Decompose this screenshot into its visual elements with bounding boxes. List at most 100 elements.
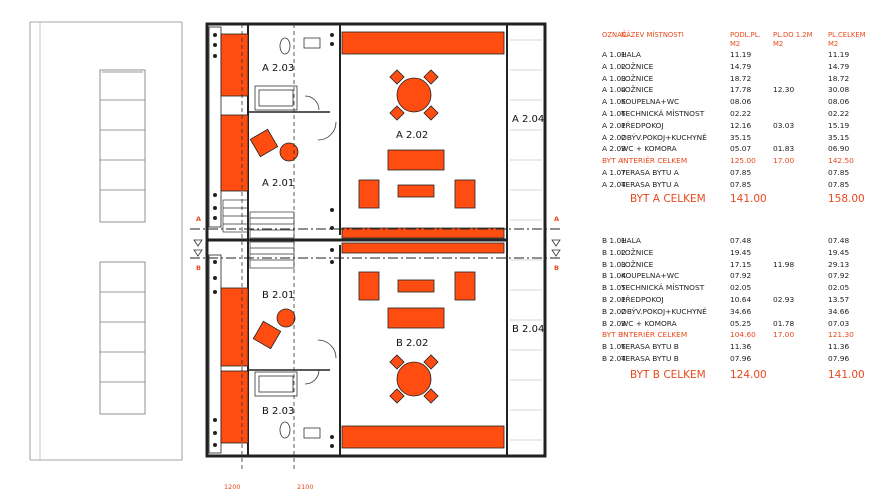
cell-podl: 08.06 xyxy=(730,97,752,107)
cell-code: A 1.01 xyxy=(602,50,626,59)
section-lines xyxy=(190,228,560,259)
header-celk-unit: M2 xyxy=(828,40,839,48)
area-table: OZNAČ. NÁZEV MÍSTNOSTI PODL.PL. PL.DO 1.… xyxy=(596,0,890,500)
cell-code: A 2.04 xyxy=(602,179,626,189)
cell-pldo: 17.00 xyxy=(773,156,795,166)
cell-name: PŘEDPOKOJ xyxy=(621,120,664,130)
cell-pldo: 01.78 xyxy=(773,318,795,328)
cell-code: B 1.05 xyxy=(602,283,626,293)
cell-pldo: 11.98 xyxy=(773,259,795,269)
cell-name: KOUPELNA+WC xyxy=(621,97,680,107)
header-podl: PODL.PL. xyxy=(730,31,761,39)
cell-podl: 10.64 xyxy=(730,295,752,304)
table-header-units: M2 M2 M2 xyxy=(596,40,890,52)
cell-celk: 07.85 xyxy=(828,168,850,177)
cell-pldo: 01.83 xyxy=(773,144,795,154)
byt-b-total-celk: 141.00 xyxy=(828,369,865,381)
cell-celk: 07.48 xyxy=(828,236,850,245)
header-name: NÁZEV MÍSTNOSTI xyxy=(621,31,684,39)
section-a-right: A xyxy=(554,215,559,223)
cell-code: A 1.06 xyxy=(602,109,626,118)
cell-code: BYT B xyxy=(602,330,624,340)
cell-code: A 1.02 xyxy=(602,61,626,71)
cell-name: OBÝV.POKOJ+KUCHYNĚ xyxy=(621,306,707,316)
cell-podl: 12.16 xyxy=(730,120,752,130)
cell-name: LOŽNICE xyxy=(621,85,654,95)
section-a-left: A xyxy=(196,215,201,223)
cell-podl: 14.79 xyxy=(730,61,752,71)
byt-b-total-podl: 124.00 xyxy=(730,369,767,381)
cell-celk: 08.06 xyxy=(828,97,850,107)
dimension-1200: 1200 xyxy=(224,483,241,491)
cell-celk: 121.30 xyxy=(828,330,854,340)
cell-podl: 17.15 xyxy=(730,259,752,269)
roof-window-lower xyxy=(99,261,146,415)
column-dots xyxy=(213,33,334,448)
cell-pldo: 02.93 xyxy=(773,295,795,304)
cell-celk: 142.50 xyxy=(828,156,854,166)
cell-celk: 02.05 xyxy=(828,283,850,293)
cell-code: BYT A xyxy=(602,156,624,166)
cell-celk: 07.03 xyxy=(828,318,850,328)
room-label-a203: A 2.03 xyxy=(262,63,294,74)
furniture-b201 xyxy=(252,308,296,350)
cell-celk: 14.79 xyxy=(828,61,850,71)
cell-name: TERASA BYTU A xyxy=(621,168,679,177)
dining-table-a xyxy=(389,69,439,121)
room-label-a204: A 2.04 xyxy=(512,114,544,125)
cell-code: B 1.04 xyxy=(602,271,626,281)
room-label-b204: B 2.04 xyxy=(512,324,544,335)
cell-celk: 07.85 xyxy=(828,179,850,189)
cell-pldo: 17.00 xyxy=(773,330,795,340)
cell-code: A 2.03 xyxy=(602,144,626,154)
cell-name: KOUPELNA+WC xyxy=(621,271,680,281)
cell-name: LOŽNICE xyxy=(621,73,654,83)
cell-code: B 2.03 xyxy=(602,318,626,328)
cell-celk: 07.92 xyxy=(828,271,850,281)
cell-celk: 18.72 xyxy=(828,73,850,83)
cell-name: LOŽNICE xyxy=(621,247,654,257)
cell-celk: 11.19 xyxy=(828,50,850,59)
room-label-b201: B 2.01 xyxy=(262,290,294,301)
cell-name: TERASA BYTU B xyxy=(621,342,679,352)
cell-podl: 19.45 xyxy=(730,247,752,257)
cell-pldo: 12.30 xyxy=(773,85,795,95)
cell-code: B 1.02 xyxy=(602,247,626,257)
bathroom-fixtures xyxy=(254,37,337,439)
neighbour-roof xyxy=(29,21,183,461)
cell-name: WC + KOMORA xyxy=(621,144,677,154)
section-b-left: B xyxy=(196,264,201,272)
cell-podl: 07.85 xyxy=(730,168,752,177)
header-pldo-unit: M2 xyxy=(773,40,784,48)
cell-celk: 02.22 xyxy=(828,109,850,118)
cell-podl: 02.22 xyxy=(730,109,752,118)
cell-podl: 07.85 xyxy=(730,179,752,189)
cell-code: A 1.07 xyxy=(602,168,626,177)
cell-celk: 30.08 xyxy=(828,85,850,95)
storage-blocks xyxy=(220,31,505,449)
cell-celk: 34.66 xyxy=(828,306,850,316)
cell-code: B 1.03 xyxy=(602,259,626,269)
cell-name: TERASA BYTU A xyxy=(621,179,679,189)
cell-name: TECHNICKÁ MÍSTNOST xyxy=(621,109,705,118)
room-label-b202: B 2.02 xyxy=(396,338,428,349)
cell-podl: 07.92 xyxy=(730,271,752,281)
room-label-b203: B 2.03 xyxy=(262,406,294,417)
header-pldo: PL.DO 1.2M xyxy=(773,31,813,39)
cell-celk: 15.19 xyxy=(828,120,850,130)
cell-podl: 07.96 xyxy=(730,354,752,363)
byt-b-total-label: BYT B CELKEM xyxy=(630,369,706,381)
cell-name: INTERIÉR CELKEM xyxy=(621,330,688,340)
section-arrows xyxy=(193,239,561,257)
room-label-a202: A 2.02 xyxy=(396,130,428,141)
furniture-a201 xyxy=(249,128,299,162)
